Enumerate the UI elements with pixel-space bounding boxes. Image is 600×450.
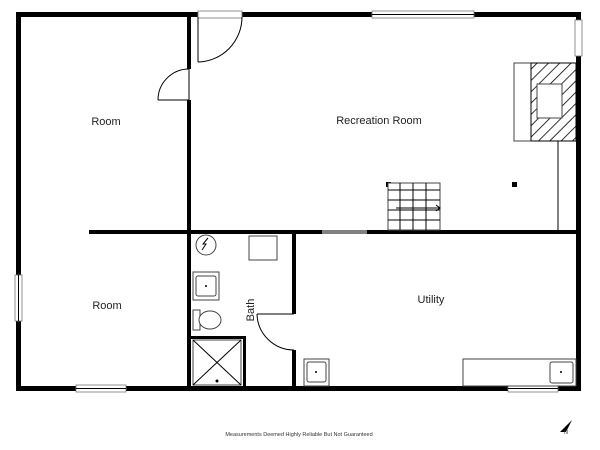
exterior-walls [16,12,581,391]
water-heater [195,234,217,256]
room-label-bath: Bath [245,299,257,322]
laundry-sink [303,358,330,387]
compass-label: N [564,430,568,436]
stairs [387,182,441,231]
windows [14,10,583,393]
bath-cabinet [248,235,278,261]
shower [192,339,242,386]
doors [157,16,367,351]
room-label-upper: Room [91,116,120,128]
window-top-door [197,10,243,19]
opening-rec-utility [322,230,367,234]
door-upper-room [157,68,190,101]
window-bottom-room [75,384,127,393]
post [512,182,517,187]
utility-counter [462,358,577,387]
fireplace [513,62,577,142]
bath-sink [192,271,220,301]
north-arrow-icon: N [560,420,572,436]
room-label-lower: Room [92,300,121,312]
disclaimer-text: Measurements Deemed Highly Reliable But … [225,432,372,438]
window-right-wall [574,19,583,57]
door-exterior-top [197,16,243,63]
door-bath [256,313,295,351]
toilet [192,309,222,331]
window-left-wall [14,274,23,322]
room-label-utility: Utility [418,294,445,306]
room-label-recreation: Recreation Room [336,115,422,127]
right-alcove [557,140,576,230]
window-top-recreation [371,10,475,19]
interior-walls [89,17,577,390]
